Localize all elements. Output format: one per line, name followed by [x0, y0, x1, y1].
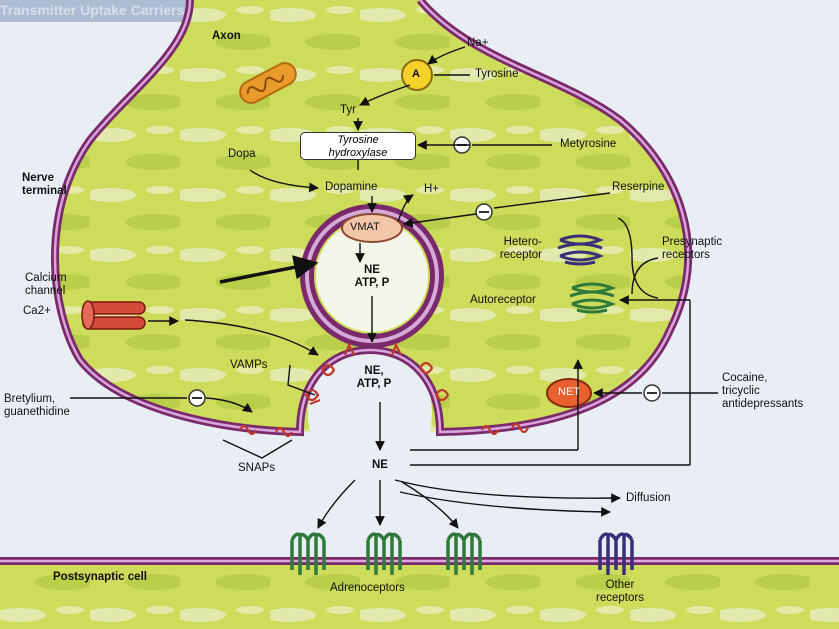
vmat-transporter — [341, 213, 403, 243]
adrenoceptor-icon-3 — [446, 532, 482, 575]
other-line1: Other — [605, 579, 635, 591]
presynaptic-line1: Presynaptic — [662, 236, 723, 248]
calcium-line2: channel — [25, 285, 66, 298]
other-line2: receptors — [596, 592, 644, 605]
pathway-arrows — [70, 46, 718, 529]
autoreceptor-icon — [569, 282, 617, 314]
postsynaptic-cell-label: Postsynaptic cell — [53, 571, 147, 583]
vmat-label: VMAT — [350, 221, 380, 233]
vesicle-ne: NE — [364, 264, 380, 276]
pointer-arrow — [219, 255, 319, 284]
snare-proteins — [239, 342, 529, 438]
adrenoceptor-icon-2 — [366, 532, 402, 575]
fusion-atp: ATP, P — [356, 378, 392, 391]
tyrosine-hydroxylase-box: Tyrosine hydroxylase — [300, 132, 416, 160]
cocaine-line3: antidepressants — [722, 398, 804, 411]
dopamine-label: Dopamine — [325, 181, 378, 193]
calcium-channel-label: Calcium channel — [25, 272, 67, 298]
adrenoceptors-label: Adrenoceptors — [330, 582, 405, 594]
dopa-label: Dopa — [228, 148, 256, 160]
adrenoceptor-icon-1 — [290, 532, 326, 575]
net-transporter — [546, 378, 592, 408]
reserpine-label: Reserpine — [612, 181, 665, 193]
nerve-terminal-label: Nerve terminal — [22, 172, 67, 198]
net-label: NET — [558, 386, 580, 398]
carrier-a — [401, 59, 433, 91]
tyrosine-label: Tyrosine — [475, 68, 519, 80]
axon-label: Axon — [212, 30, 241, 42]
cocaine-line1: Cocaine, — [722, 372, 768, 384]
nerve-terminal-line1: Nerve — [22, 172, 54, 184]
bretylium-label: Bretylium, guanethidine — [4, 393, 70, 419]
presynaptic-receptors-label: Presynaptic receptors — [662, 236, 722, 262]
inhibit-bretylium-icon — [188, 389, 206, 407]
mitochondrion-icon — [239, 62, 297, 104]
heteroreceptor-icon — [557, 234, 605, 266]
vesicle-atp: ATP, P — [354, 277, 390, 290]
enzyme-line2: hydroxylase — [328, 147, 388, 159]
other-receptor-icon — [598, 532, 634, 575]
presynaptic-line2: receptors — [662, 249, 710, 262]
other-receptors-label: Other receptors — [580, 579, 660, 605]
ne-cleft-label: NE — [372, 459, 388, 471]
inhibit-reserpine-icon — [475, 203, 493, 221]
carrier-a-label: A — [412, 68, 420, 80]
inhibit-cocaine-icon — [643, 384, 661, 402]
enzyme-line1: Tyrosine — [337, 134, 379, 146]
vamps-label: VAMPs — [230, 359, 268, 371]
calcium-channel-icon — [81, 300, 146, 330]
diffusion-label: Diffusion — [626, 492, 671, 504]
bretylium-line1: Bretylium, — [4, 393, 56, 405]
postsynaptic-cytoplasm — [0, 565, 839, 629]
na-label: Na+ — [467, 37, 489, 49]
heteroreceptor-line1: Hetero- — [503, 236, 542, 248]
vesicle-contents: NE ATP, P — [348, 264, 396, 290]
bretylium-line2: guanethidine — [4, 406, 70, 419]
title-watermark: Transmitter Uptake Carriers — [0, 2, 185, 18]
cocaine-line2: tricyclic — [722, 385, 760, 398]
metyrosine-label: Metyrosine — [560, 138, 617, 150]
calcium-line1: Calcium — [25, 272, 67, 284]
h-plus-label: H+ — [424, 183, 440, 195]
fusion-contents: NE, ATP, P — [345, 365, 403, 391]
fusion-ne: NE, — [364, 365, 384, 377]
ca-label: Ca2+ — [23, 305, 51, 317]
autoreceptor-label: Autoreceptor — [470, 294, 536, 306]
tyr-label: Tyr — [340, 104, 356, 116]
cocaine-label: Cocaine, tricyclic antidepressants — [722, 372, 803, 412]
snaps-label: SNAPs — [238, 462, 276, 474]
nerve-terminal-line2: terminal — [22, 185, 67, 198]
heteroreceptor-line2: receptor — [499, 249, 542, 262]
heteroreceptor-label: Hetero- receptor — [470, 236, 542, 262]
